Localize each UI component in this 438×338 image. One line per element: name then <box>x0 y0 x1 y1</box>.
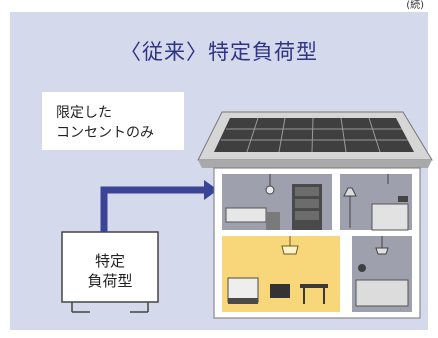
room-lower-right <box>352 236 412 312</box>
bookshelf-icon <box>292 184 322 230</box>
room-upper-left <box>222 174 332 230</box>
corner-mark: (続) <box>406 0 424 11</box>
device-label-line-1: 特定 <box>94 252 125 270</box>
room-lower-left-powered <box>222 236 340 312</box>
room-upper-right <box>340 174 412 231</box>
solar-panel-icon <box>214 117 414 153</box>
load-device <box>61 231 159 313</box>
callout-line-1: 限定した <box>56 105 112 121</box>
callout-box: 限定した コンセントのみ <box>42 92 184 150</box>
arrow-right-icon <box>100 180 218 232</box>
diagram-title: 〈従来〉特定負荷型 <box>120 40 318 64</box>
device-label-line-2: 負荷型 <box>87 272 133 290</box>
sofa-icon <box>227 277 259 304</box>
lamp-icon <box>281 236 299 255</box>
top-strip <box>0 0 438 12</box>
callout-line-2: コンセントのみ <box>56 125 154 141</box>
